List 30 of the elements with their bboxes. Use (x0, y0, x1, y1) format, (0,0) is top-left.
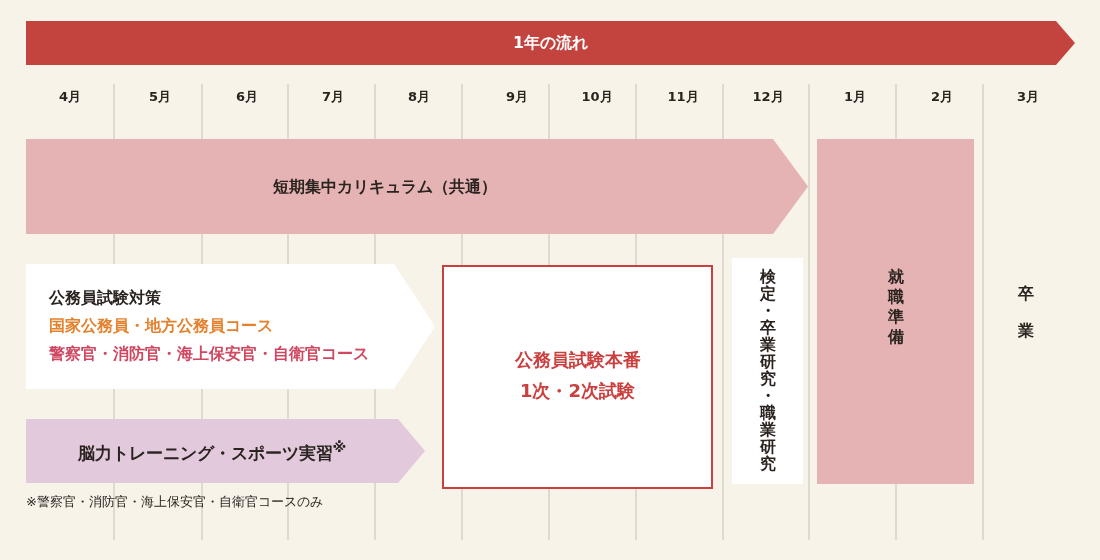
exam-box (442, 265, 713, 489)
month-label: 2月 (931, 89, 953, 105)
timeline-banner (26, 21, 1075, 65)
phase-label: 脳力トレーニング・スポーツ実習$^{※}$ (77, 438, 347, 463)
month-label: 9月 (506, 89, 528, 105)
month-label: 12月 (752, 89, 784, 105)
phase-block (817, 139, 974, 484)
footnote: ※警察官・消防官・海上保安官・自衛官コースのみ (26, 494, 323, 510)
phase-heading: 公務員試験対策 (49, 287, 161, 309)
month-label: 8月 (408, 89, 430, 105)
phase-band (26, 139, 808, 234)
phase-label: 短期集中カリキュラム（共通） (273, 176, 497, 197)
phase-label: 卒業 (1018, 283, 1034, 342)
month-label: 4月 (59, 89, 81, 105)
phase-band (26, 264, 435, 389)
timeline-title: 1年の流れ (512, 33, 589, 53)
course-label: 国家公務員・地方公務員コース (49, 315, 273, 337)
month-label: 7月 (322, 89, 344, 105)
exam-subtitle: 1次・2次試験 (519, 379, 636, 403)
phase-label: 検定・卒業研究・職業研究 (759, 268, 776, 472)
month-label: 1月 (844, 89, 866, 105)
exam-title: 公務員試験本番 (514, 348, 641, 372)
phase-band (26, 419, 425, 483)
month-label: 6月 (236, 89, 258, 105)
month-label: 11月 (667, 89, 699, 105)
month-label: 5月 (149, 89, 171, 105)
course-label: 警察官・消防官・海上保安官・自衛官コース (49, 343, 369, 365)
phase-label: 就職準備 (887, 267, 904, 347)
month-label: 3月 (1017, 89, 1039, 105)
month-label: 10月 (581, 89, 613, 105)
